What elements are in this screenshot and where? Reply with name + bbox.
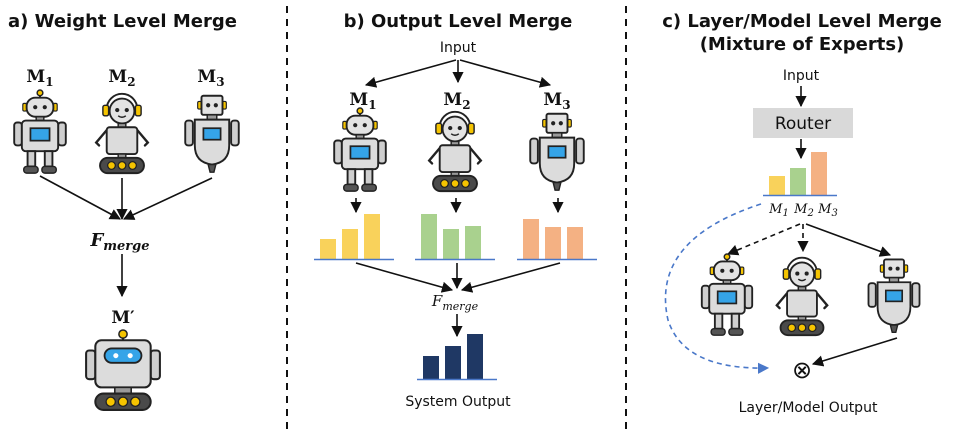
combine-operator-icon: ⊗ (792, 356, 812, 384)
panel-b-robot-3-icon (529, 112, 585, 192)
panel-c-robot-1-icon (700, 253, 754, 337)
router-box (753, 108, 853, 138)
panel-b-merge-function: Fmerge (431, 292, 479, 313)
panel-b-input-arrow-3 (459, 59, 552, 88)
panel-b-m2-bar-chart (415, 214, 495, 261)
panel-c-robot-3-icon (867, 258, 921, 334)
router-weight-label-2: M2 (793, 202, 814, 219)
panel-b-robot-1-icon (333, 107, 387, 193)
panel-c-title-line-1: c) Layer/Model Level Merge (662, 11, 942, 32)
m1-output-bar-2 (342, 229, 358, 259)
panel-b-m1-bar-chart (314, 214, 394, 261)
panel-b-robot-2-icon (427, 110, 483, 193)
panel-a: a) Weight Level Merge M1 M2 M3 Fmerge M′ (8, 11, 240, 411)
router-weight-bar-3 (811, 152, 827, 195)
panel-a-arrow-3 (122, 177, 213, 220)
panel-a-robot-2-icon (94, 92, 150, 175)
system-output-bar-1 (423, 356, 439, 379)
router-dashed-arrow-1 (726, 223, 801, 256)
panel-b-title: b) Output Level Merge (344, 11, 573, 32)
m3-output-bar-1 (523, 219, 539, 259)
panel-a-merged-model-label: M′ (111, 308, 135, 328)
m3-output-bar-2 (545, 227, 561, 259)
router-label: Router (775, 114, 831, 134)
panel-a-merged-robot-icon (85, 328, 161, 411)
panel-a-arrow-1 (39, 175, 121, 220)
panel-b-system-output-bar-chart (417, 334, 497, 381)
panel-c-output-label: Layer/Model Output (739, 400, 878, 416)
panel-b-arrow-to-merge-1 (355, 262, 454, 293)
router-weight-bar-1 (769, 176, 785, 195)
system-output-bar-2 (445, 346, 461, 379)
panel-a-robot-3-icon (184, 94, 240, 174)
panel-b-model-3-label: M3 (543, 90, 570, 112)
panel-a-robot-1-icon (13, 89, 67, 175)
panel-b-output-label: System Output (405, 394, 511, 410)
panel-b-model-2-label: M2 (443, 90, 470, 112)
residual-dashed-arrow (664, 203, 770, 374)
panel-b-model-1-label: M1 (349, 90, 376, 112)
router-solid-arrow-3 (805, 223, 892, 257)
panel-a-model-1-label: M1 (26, 67, 53, 89)
panel-b-input-arrow-1 (364, 59, 457, 88)
panel-a-model-3-label: M3 (197, 67, 224, 89)
panel-a-merge-function: Fmerge (89, 230, 149, 254)
system-output-bar-3 (467, 334, 483, 379)
router-weights-bar-chart (763, 152, 837, 197)
panel-c-input-label: Input (783, 68, 820, 84)
panel-c-title-line-2: (Mixture of Experts) (700, 34, 905, 55)
router-weight-bar-2 (790, 168, 806, 195)
m1-output-bar-1 (320, 239, 336, 259)
panel-a-model-2-label: M2 (108, 67, 135, 89)
panel-b-m3-bar-chart (517, 219, 597, 261)
router-weight-label-3: M3 (817, 202, 838, 219)
m2-output-bar-1 (421, 214, 437, 259)
panel-b: b) Output Level Merge Input M1 M2 M3 Fme… (314, 11, 597, 410)
panel-c: c) Layer/Model Level Merge (Mixture of E… (662, 11, 942, 416)
m1-output-bar-3 (364, 214, 380, 259)
panel-a-title: a) Weight Level Merge (8, 11, 237, 32)
panel-c-expert-out-arrow (811, 337, 898, 367)
panel-c-robot-2-icon (775, 256, 829, 337)
panel-b-input-label: Input (440, 40, 477, 56)
m2-output-bar-3 (465, 226, 481, 259)
router-weight-label-1: M1 (768, 202, 789, 219)
m2-output-bar-2 (443, 229, 459, 259)
m3-output-bar-3 (567, 227, 583, 259)
panel-b-arrow-to-merge-3 (460, 262, 561, 293)
